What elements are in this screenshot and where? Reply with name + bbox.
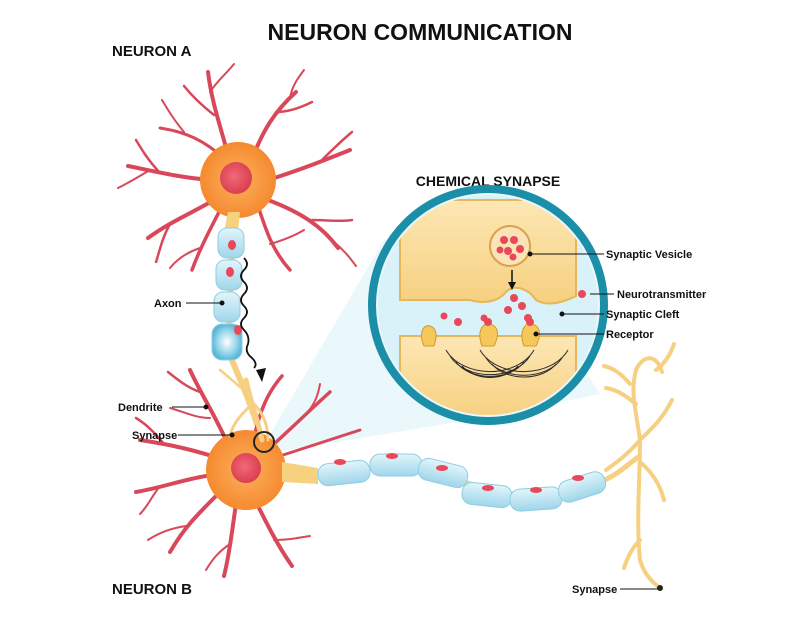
label-axon: Axon bbox=[154, 298, 182, 310]
neuron-b-axon bbox=[317, 453, 642, 512]
neuron-b-axon-terminals bbox=[602, 342, 676, 590]
presynaptic-terminal bbox=[399, 199, 577, 305]
neuron-a bbox=[117, 63, 357, 272]
signal-direction-arrow bbox=[240, 257, 266, 382]
node-marker bbox=[572, 475, 584, 481]
label-neuron-a: NEURON A bbox=[112, 43, 192, 60]
receptors bbox=[421, 318, 540, 347]
node-marker bbox=[386, 453, 398, 459]
label-synapse-right: Synapse bbox=[572, 584, 617, 596]
signal-arcs bbox=[445, 349, 569, 378]
node-marker bbox=[436, 465, 448, 471]
node-marker bbox=[530, 487, 542, 493]
neuron-b bbox=[134, 368, 362, 578]
chemical-synapse-panel bbox=[368, 185, 608, 425]
label-neuron-b: NEURON B bbox=[112, 581, 192, 598]
neurotransmitter-legend-dot bbox=[578, 290, 586, 298]
label-synapse-left: Synapse bbox=[132, 430, 177, 442]
node-marker bbox=[334, 459, 346, 465]
node-marker bbox=[226, 267, 234, 277]
neuron-b-axon-hillock bbox=[282, 462, 318, 484]
neuron-b-nucleus bbox=[231, 453, 261, 483]
label-synaptic-cleft: Synaptic Cleft bbox=[606, 309, 680, 321]
label-synaptic-vesicle: Synaptic Vesicle bbox=[606, 249, 692, 261]
myelin-sheath-segment bbox=[211, 323, 243, 361]
neuron-a-dendrites bbox=[117, 63, 357, 272]
label-neurotransmitter: Neurotransmitter bbox=[617, 289, 707, 301]
synapse-terminal-dot bbox=[657, 585, 663, 591]
neurotransmitters bbox=[440, 294, 532, 326]
node-marker bbox=[482, 485, 494, 491]
synapse-callout-lines bbox=[527, 251, 614, 337]
synaptic-vesicle bbox=[489, 225, 531, 267]
neuron-b-dendrites bbox=[134, 368, 362, 578]
label-receptor: Receptor bbox=[606, 329, 654, 341]
neuron-a-axon-terminal bbox=[218, 368, 270, 443]
diagram-title: NEURON COMMUNICATION bbox=[268, 19, 573, 45]
synapse-panel-title: CHEMICAL SYNAPSE bbox=[416, 173, 560, 189]
label-dendrite: Dendrite bbox=[118, 402, 163, 414]
myelin-sheath-segment bbox=[213, 291, 241, 323]
neuron-a-axon-hillock bbox=[224, 212, 240, 232]
left-callout-lines bbox=[172, 300, 658, 590]
myelin-sheath-segment bbox=[417, 457, 469, 489]
synapse-highlight-circle bbox=[253, 431, 275, 453]
node-marker bbox=[228, 240, 236, 250]
node-marker bbox=[234, 325, 242, 335]
neuron-a-nucleus bbox=[220, 162, 252, 194]
myelin-sheath-segment bbox=[557, 471, 607, 503]
